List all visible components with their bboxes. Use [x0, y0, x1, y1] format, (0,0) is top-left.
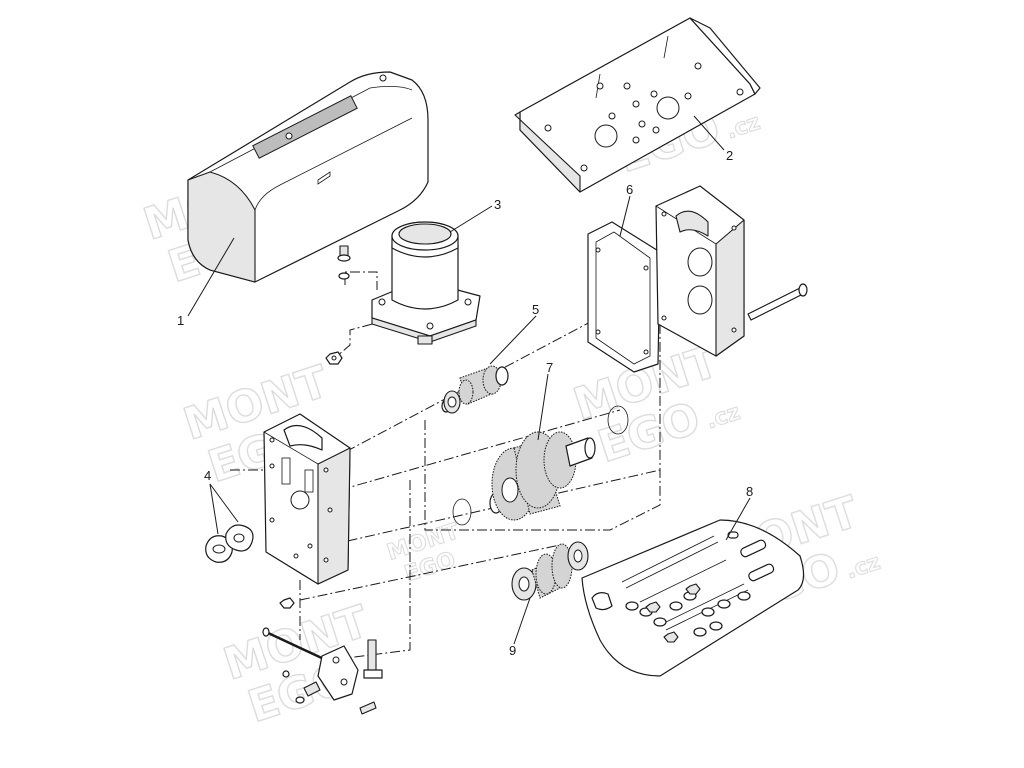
callout-9: 9 [509, 643, 516, 658]
callout-4: 4 [204, 468, 211, 483]
part-7-main-gear [489, 431, 596, 521]
callout-7: 7 [546, 360, 553, 375]
part-6-gasket [587, 221, 661, 373]
callout-6: 6 [626, 182, 633, 197]
o-ring-right [607, 405, 629, 435]
part-2-mounting-plate [514, 17, 761, 193]
part-1-cover [187, 71, 429, 283]
kit-slots [727, 531, 775, 582]
callout-2: 2 [726, 148, 733, 163]
leader-lines [187, 115, 751, 645]
callout-3: 3 [494, 197, 501, 212]
part-3-motor [371, 221, 481, 345]
callout-8: 8 [746, 484, 753, 499]
watermark-suffix: .cz [703, 400, 743, 434]
kit-rods [621, 535, 749, 631]
gearbox-left-nut [279, 597, 295, 609]
callout-1: 1 [177, 313, 184, 328]
part-4-washers [205, 524, 254, 563]
callout-5: 5 [532, 302, 539, 317]
callout-labels: 1 2 3 4 5 6 7 8 9 [177, 148, 753, 658]
long-bolt [747, 283, 808, 321]
part-8-hardware-kit [581, 519, 805, 677]
part-5-gear-shaft [441, 365, 509, 414]
motor-screw [337, 245, 351, 280]
part-9-lower-gear [511, 541, 589, 601]
limit-switch-assembly [262, 627, 383, 715]
watermark-suffix: .cz [843, 550, 883, 584]
watermark-suffix: .cz [723, 110, 763, 144]
o-ring-left [452, 498, 472, 526]
gearbox-left-half [263, 413, 351, 585]
kit-nuts [645, 583, 701, 643]
motor-nut [325, 351, 343, 365]
gearbox-right-half [655, 185, 745, 357]
